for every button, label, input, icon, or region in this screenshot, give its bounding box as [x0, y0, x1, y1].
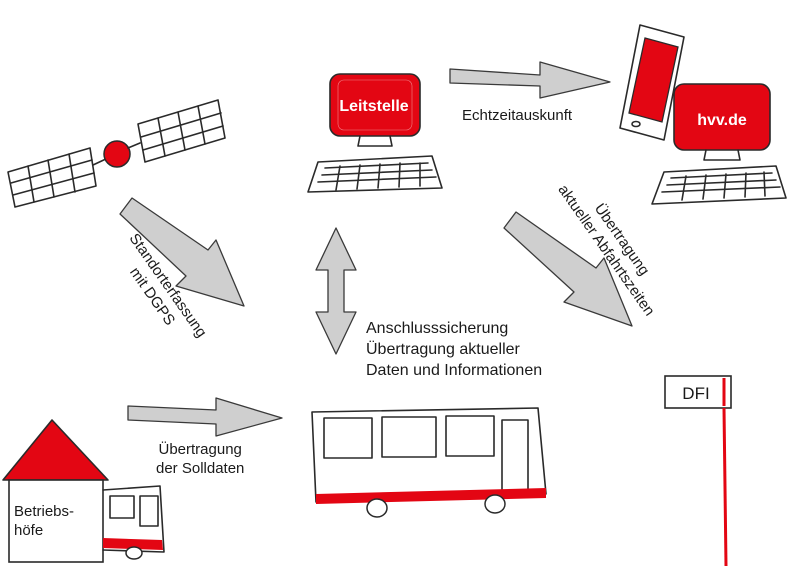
connection-label: Anschlusssicherung Übertragung aktueller… [366, 318, 542, 381]
depot-bus-icon [102, 485, 165, 560]
schedule-arrow [127, 397, 283, 437]
website-computer-icon [651, 83, 787, 205]
depot-house-icon [2, 419, 109, 563]
depot-label: Betriebs- höfe [14, 502, 74, 540]
connection-label-line2: Übertragung aktueller [366, 341, 520, 358]
schedule-label: Übertragung der Solldaten [156, 440, 244, 478]
realtime-label: Echtzeitauskunft [462, 107, 573, 124]
depot-label-line2: höfe [14, 522, 44, 539]
realtime-arrow [449, 61, 611, 99]
connection-label-line3: Daten und Informationen [366, 362, 543, 379]
control-center-label: Leitstelle [339, 98, 408, 115]
smartphone-icon [619, 24, 685, 141]
schedule-label-line2: der Solldaten [156, 460, 245, 477]
dfi-sign-icon [664, 375, 732, 567]
gps-arrow [119, 197, 245, 307]
connection-label-line1: Anschlusssicherung [366, 320, 509, 337]
schedule-label-line1: Übertragung [158, 441, 242, 458]
depot-label-line1: Betriebs- [14, 503, 75, 520]
departures-arrow [503, 211, 633, 327]
dfi-label: DFI [682, 384, 709, 403]
connection-double-arrow [315, 227, 357, 355]
satellite-icon [7, 99, 226, 208]
control-center-computer-icon [307, 73, 443, 193]
website-label: hvv.de [697, 112, 747, 129]
bus-icon [311, 407, 547, 518]
